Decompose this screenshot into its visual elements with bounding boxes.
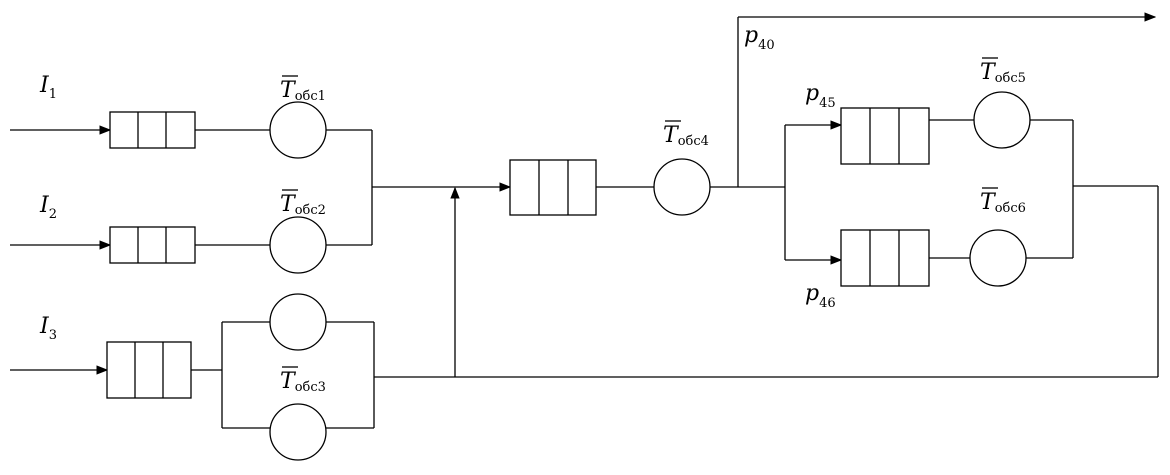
- prob-label-46: p46: [805, 281, 836, 311]
- server-2: [269, 216, 327, 274]
- svg-text:Tобс6: Tобс6: [980, 190, 1026, 216]
- server-3b: [269, 403, 327, 461]
- queue-6: [840, 229, 930, 287]
- svg-text:Tобс4: Tобс4: [663, 123, 709, 149]
- input-label-3: I3: [39, 314, 57, 343]
- server-6: [969, 229, 1027, 287]
- input-label-1: I1: [39, 73, 57, 102]
- queue-3: [106, 341, 192, 399]
- server-5: [973, 91, 1031, 149]
- svg-text:Tобс5: Tобс5: [980, 60, 1026, 86]
- server-1: [269, 101, 327, 159]
- server-label-1: Tобс1: [280, 75, 326, 104]
- server-label-5: Tобс5: [980, 57, 1026, 86]
- server-label-4: Tобс4: [663, 120, 709, 149]
- svg-text:Tобс2: Tобс2: [280, 192, 326, 218]
- server-4: [653, 158, 711, 216]
- server-label-6: Tобс6: [980, 187, 1026, 216]
- queue-5: [840, 107, 930, 165]
- prob-label-40: p40: [744, 23, 775, 53]
- prob-label-45: p45: [805, 81, 836, 111]
- input-label-2: I2: [39, 193, 57, 222]
- svg-text:Tобс3: Tобс3: [280, 369, 326, 395]
- server-3a: [269, 293, 327, 351]
- queue-2: [109, 226, 196, 264]
- queue-1: [109, 111, 196, 149]
- queue-4: [509, 159, 597, 216]
- server-label-3: Tобс3: [280, 366, 326, 395]
- svg-text:Tобс1: Tобс1: [280, 78, 326, 104]
- server-label-2: Tобс2: [280, 189, 326, 218]
